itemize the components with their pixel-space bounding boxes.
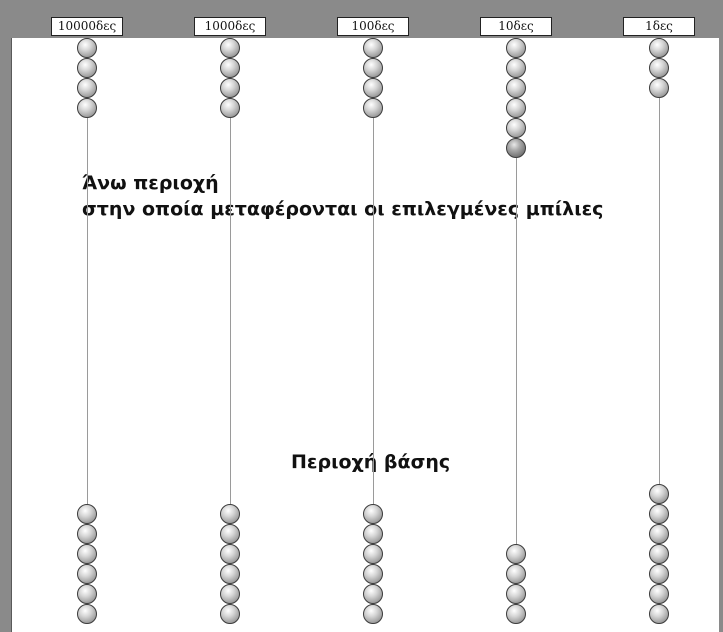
upper-area-description: στην οποία μεταφέρονται οι επιλεγμένες μ… <box>82 198 604 220</box>
bead-upper-10s[interactable] <box>506 38 526 58</box>
bead-lower-10s[interactable] <box>506 604 526 624</box>
upper-area-title: Άνω περιοχή <box>82 172 219 194</box>
bead-upper-1000s[interactable] <box>220 98 240 118</box>
bead-lower-10000s[interactable] <box>77 604 97 624</box>
abacus-board: Άνω περιοχή στην οποία μεταφέρονται οι ε… <box>11 38 719 632</box>
bead-lower-1s[interactable] <box>649 484 669 504</box>
bead-upper-10s[interactable] <box>506 118 526 138</box>
bead-lower-1s[interactable] <box>649 504 669 524</box>
column-label-1s: 1δες <box>623 17 695 36</box>
bead-lower-100s[interactable] <box>363 544 383 564</box>
bead-lower-1000s[interactable] <box>220 544 240 564</box>
bead-upper-10s[interactable] <box>506 98 526 118</box>
bead-upper-100s[interactable] <box>363 58 383 78</box>
column-label-1000s: 1000δες <box>194 17 266 36</box>
bead-upper-1s[interactable] <box>649 78 669 98</box>
bead-lower-10000s[interactable] <box>77 524 97 544</box>
bead-upper-10000s[interactable] <box>77 78 97 98</box>
rod-10s <box>515 158 517 544</box>
bead-lower-100s[interactable] <box>363 564 383 584</box>
bead-lower-100s[interactable] <box>363 604 383 624</box>
rod-1s <box>658 98 660 484</box>
rod-10000s <box>86 118 88 504</box>
bead-lower-10000s[interactable] <box>77 544 97 564</box>
bead-upper-1000s[interactable] <box>220 38 240 58</box>
bead-lower-1s[interactable] <box>649 564 669 584</box>
bead-upper-100s[interactable] <box>363 38 383 58</box>
bead-lower-10s[interactable] <box>506 564 526 584</box>
bead-lower-1s[interactable] <box>649 544 669 564</box>
bead-upper-10000s[interactable] <box>77 58 97 78</box>
bead-lower-1s[interactable] <box>649 604 669 624</box>
bead-lower-10s[interactable] <box>506 544 526 564</box>
bead-lower-100s[interactable] <box>363 584 383 604</box>
bead-lower-100s[interactable] <box>363 504 383 524</box>
bead-upper-1s[interactable] <box>649 58 669 78</box>
bead-lower-1s[interactable] <box>649 584 669 604</box>
bead-lower-1000s[interactable] <box>220 524 240 544</box>
bead-upper-100s[interactable] <box>363 78 383 98</box>
bead-lower-1s[interactable] <box>649 524 669 544</box>
bead-upper-10000s[interactable] <box>77 98 97 118</box>
bead-upper-1s[interactable] <box>649 38 669 58</box>
rod-1000s <box>229 118 231 504</box>
bead-upper-10s[interactable] <box>506 78 526 98</box>
bead-lower-1000s[interactable] <box>220 504 240 524</box>
bead-upper-1000s[interactable] <box>220 78 240 98</box>
bead-lower-1000s[interactable] <box>220 564 240 584</box>
rod-100s <box>372 118 374 504</box>
bead-lower-100s[interactable] <box>363 524 383 544</box>
column-label-100s: 100δες <box>337 17 409 36</box>
bead-lower-10s[interactable] <box>506 584 526 604</box>
base-area-label: Περιοχή βάσης <box>291 451 451 473</box>
bead-upper-10000s[interactable] <box>77 38 97 58</box>
bead-upper-10s[interactable] <box>506 58 526 78</box>
bead-lower-1000s[interactable] <box>220 584 240 604</box>
bead-lower-1000s[interactable] <box>220 604 240 624</box>
bead-lower-10000s[interactable] <box>77 584 97 604</box>
column-label-10000s: 10000δες <box>51 17 123 36</box>
column-label-10s: 10δες <box>480 17 552 36</box>
bead-lower-10000s[interactable] <box>77 504 97 524</box>
bead-upper-100s[interactable] <box>363 98 383 118</box>
bead-upper-10s[interactable] <box>506 138 526 158</box>
bead-lower-10000s[interactable] <box>77 564 97 584</box>
bead-upper-1000s[interactable] <box>220 58 240 78</box>
